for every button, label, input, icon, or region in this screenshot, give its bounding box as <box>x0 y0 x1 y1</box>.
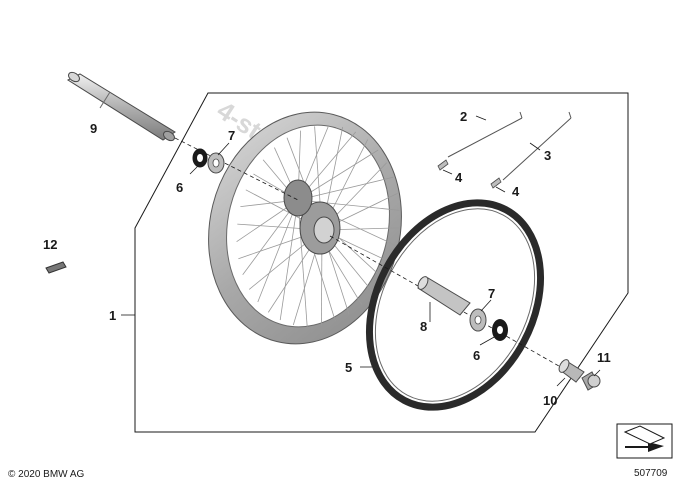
callout-1: 1 <box>109 308 116 323</box>
callout-11: 11 <box>597 350 611 365</box>
spoke-part-3 <box>502 111 572 181</box>
axle-part <box>66 71 176 142</box>
axle-bolt <box>581 371 601 391</box>
spoke-nipple-a <box>437 159 449 171</box>
callout-4a: 4 <box>455 170 463 185</box>
callout-4b: 4 <box>512 184 520 199</box>
spoke-part-2 <box>447 111 523 158</box>
rim-tape <box>365 199 545 411</box>
balance-weight <box>45 261 67 274</box>
view-direction-icon <box>616 423 673 459</box>
callout-12: 12 <box>43 237 57 252</box>
spoke-line <box>257 199 299 303</box>
callout-7a: 7 <box>228 128 235 143</box>
spoke-line <box>279 199 299 321</box>
hub-flange-rear <box>283 179 313 217</box>
callout-10: 10 <box>543 393 557 408</box>
spoke-line <box>297 176 394 201</box>
callout-6b: 6 <box>473 348 480 363</box>
callout-9: 9 <box>90 121 97 136</box>
callout-6a: 6 <box>176 180 183 195</box>
wheel-hub-center <box>313 216 335 244</box>
spoke-line <box>297 199 400 211</box>
leader-lines <box>121 115 601 387</box>
wheel-assembly <box>208 111 402 345</box>
spoke-line <box>297 199 308 327</box>
callout-7b: 7 <box>488 286 495 301</box>
callout-2: 2 <box>460 109 467 124</box>
assembly-frame <box>134 92 629 433</box>
spoke-nipple-b <box>490 177 502 189</box>
axis-line-left <box>174 137 299 201</box>
callout-5: 5 <box>345 360 352 375</box>
spacer-sleeve <box>417 276 471 316</box>
diagram-number: 507709 <box>634 468 668 479</box>
copyright-text: © 2020 BMW AG <box>8 469 85 480</box>
callout-3: 3 <box>544 148 551 163</box>
spacer-bushing <box>558 359 585 383</box>
callout-8: 8 <box>420 319 427 334</box>
